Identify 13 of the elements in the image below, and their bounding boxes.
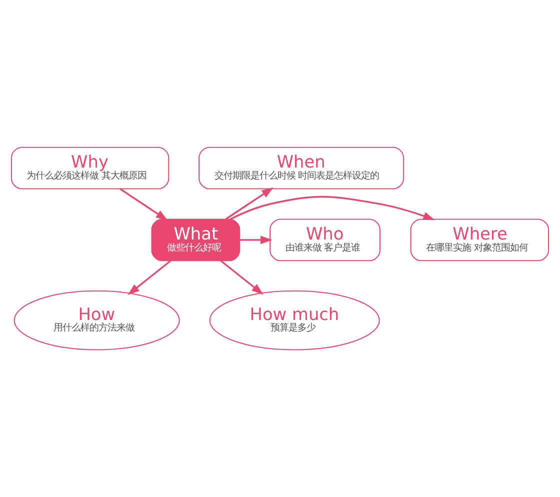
node-box: Who 由谁来做 客户是谁 bbox=[270, 218, 380, 262]
node-ellipse: How 用什么样的方法来做 bbox=[14, 290, 180, 350]
node-box: Where 在哪里实施 对象范围如何 bbox=[410, 218, 550, 262]
arrow bbox=[240, 236, 272, 244]
arrow bbox=[230, 196, 436, 220]
arrow bbox=[220, 260, 264, 295]
node-box: When 交付期限是什么时候 时间表是怎样设定的 bbox=[198, 146, 404, 190]
node-box: Why 为什么必须这样做 其大概原因 bbox=[10, 146, 170, 190]
node-box: What 做些什么好呢 bbox=[151, 218, 240, 262]
arrow bbox=[225, 187, 274, 220]
node-ellipse: How much 预算是多少 bbox=[209, 290, 380, 350]
arrow bbox=[120, 188, 168, 221]
arrow bbox=[128, 260, 172, 295]
